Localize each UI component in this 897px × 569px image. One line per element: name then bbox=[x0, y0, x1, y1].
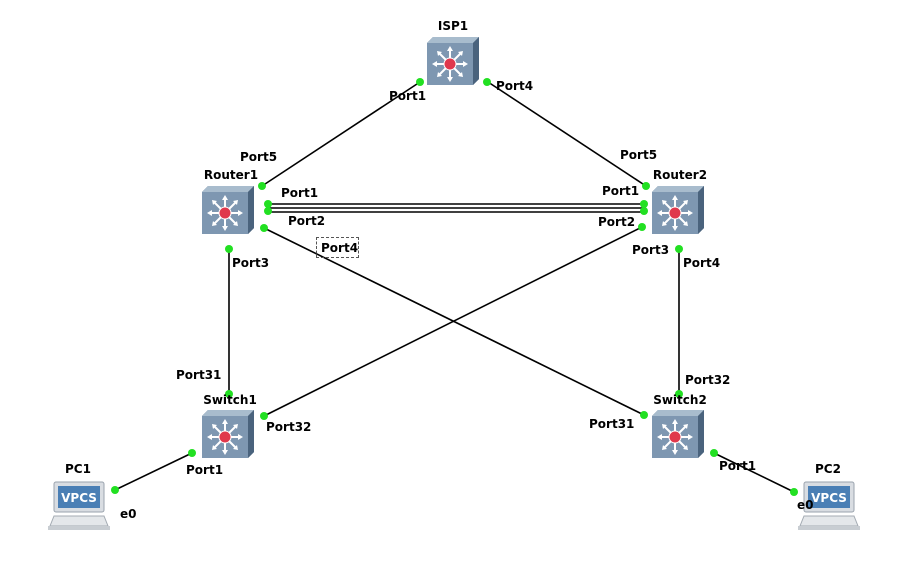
port-label-router1-port4[interactable]: Port4 bbox=[321, 241, 358, 255]
port-label-router2-port5[interactable]: Port5 bbox=[620, 148, 657, 162]
port-label-switch2-port31[interactable]: Port31 bbox=[589, 417, 634, 431]
port-dot-isp1-port1[interactable] bbox=[416, 78, 424, 86]
port-dot-router2-port3[interactable] bbox=[638, 223, 646, 231]
link-switch2-pc2[interactable] bbox=[713, 452, 795, 493]
multilayer-switch-icon bbox=[651, 409, 705, 459]
port-dot-switch2-port32[interactable] bbox=[675, 390, 683, 398]
link-router2-switch1[interactable] bbox=[263, 226, 643, 417]
port-label-router2-port4[interactable]: Port4 bbox=[683, 256, 720, 270]
link-switch1-pc1[interactable] bbox=[114, 452, 193, 491]
port-dot-switch2-port1[interactable] bbox=[710, 449, 718, 457]
label-pc1[interactable]: PC1 bbox=[65, 462, 91, 476]
port-label-router2-port2[interactable]: Port2 bbox=[598, 215, 635, 229]
node-switch2[interactable] bbox=[651, 409, 705, 459]
port-dot-isp1-port4[interactable] bbox=[483, 78, 491, 86]
port-dot-router1-port4[interactable] bbox=[260, 224, 268, 232]
node-pc2[interactable]: VPCS bbox=[797, 481, 861, 531]
port-label-router2-port1[interactable]: Port1 bbox=[602, 184, 639, 198]
port-dot-pc2-e0[interactable] bbox=[790, 488, 798, 496]
node-router1[interactable] bbox=[201, 185, 255, 235]
port-dot-switch2-port31[interactable] bbox=[640, 411, 648, 419]
multilayer-switch-icon bbox=[201, 409, 255, 459]
port-dot-router1-port5[interactable] bbox=[258, 182, 266, 190]
port-label-switch1-port1[interactable]: Port1 bbox=[186, 463, 223, 477]
port-dot-router1-port1[interactable] bbox=[264, 200, 272, 208]
link-isp1-router1[interactable] bbox=[261, 81, 421, 187]
port-label-pc1-e0[interactable]: e0 bbox=[120, 507, 137, 521]
pc2-screen-text: VPCS bbox=[811, 491, 847, 505]
label-switch1[interactable]: Switch1 bbox=[203, 393, 257, 407]
node-switch1[interactable] bbox=[201, 409, 255, 459]
port-dot-router2-port4[interactable] bbox=[675, 245, 683, 253]
port-label-router1-port5[interactable]: Port5 bbox=[240, 150, 277, 164]
vpcs-computer-icon bbox=[47, 481, 111, 531]
port-label-pc2-e0[interactable]: e0 bbox=[797, 498, 814, 512]
label-switch2[interactable]: Switch2 bbox=[653, 393, 707, 407]
node-isp1[interactable] bbox=[426, 36, 480, 86]
link-isp1-router2[interactable] bbox=[487, 81, 647, 187]
node-pc1[interactable]: VPCS bbox=[47, 481, 111, 531]
port-dot-router1-port3[interactable] bbox=[225, 245, 233, 253]
multilayer-switch-icon bbox=[201, 185, 255, 235]
port-dot-router2-port2[interactable] bbox=[640, 207, 648, 215]
port-dot-router2-port1[interactable] bbox=[640, 200, 648, 208]
port-label-switch2-port32[interactable]: Port32 bbox=[685, 373, 730, 387]
port-label-switch1-port32[interactable]: Port32 bbox=[266, 420, 311, 434]
port-label-isp1-port1[interactable]: Port1 bbox=[389, 89, 426, 103]
port-label-switch2-port1[interactable]: Port1 bbox=[719, 459, 756, 473]
port-label-switch1-port31[interactable]: Port31 bbox=[176, 368, 221, 382]
port-dot-switch1-port1[interactable] bbox=[188, 449, 196, 457]
multilayer-switch-icon bbox=[651, 185, 705, 235]
port-label-router2-port3[interactable]: Port3 bbox=[632, 243, 669, 257]
selected-label-box bbox=[316, 237, 359, 258]
port-label-router1-port3[interactable]: Port3 bbox=[232, 256, 269, 270]
label-router1[interactable]: Router1 bbox=[204, 168, 258, 182]
port-dot-router1-port2[interactable] bbox=[264, 207, 272, 215]
port-label-isp1-port4[interactable]: Port4 bbox=[496, 79, 533, 93]
port-dot-pc1-e0[interactable] bbox=[111, 486, 119, 494]
port-dot-router2-port5[interactable] bbox=[642, 182, 650, 190]
label-isp1[interactable]: ISP1 bbox=[438, 19, 468, 33]
pc1-screen-text: VPCS bbox=[61, 491, 97, 505]
port-label-router1-port1[interactable]: Port1 bbox=[281, 186, 318, 200]
port-dot-switch1-port32[interactable] bbox=[260, 412, 268, 420]
label-router2[interactable]: Router2 bbox=[653, 168, 707, 182]
multilayer-switch-icon bbox=[426, 36, 480, 86]
port-label-router1-port2[interactable]: Port2 bbox=[288, 214, 325, 228]
node-router2[interactable] bbox=[651, 185, 705, 235]
label-pc2[interactable]: PC2 bbox=[815, 462, 841, 476]
port-dot-switch1-port31[interactable] bbox=[225, 390, 233, 398]
